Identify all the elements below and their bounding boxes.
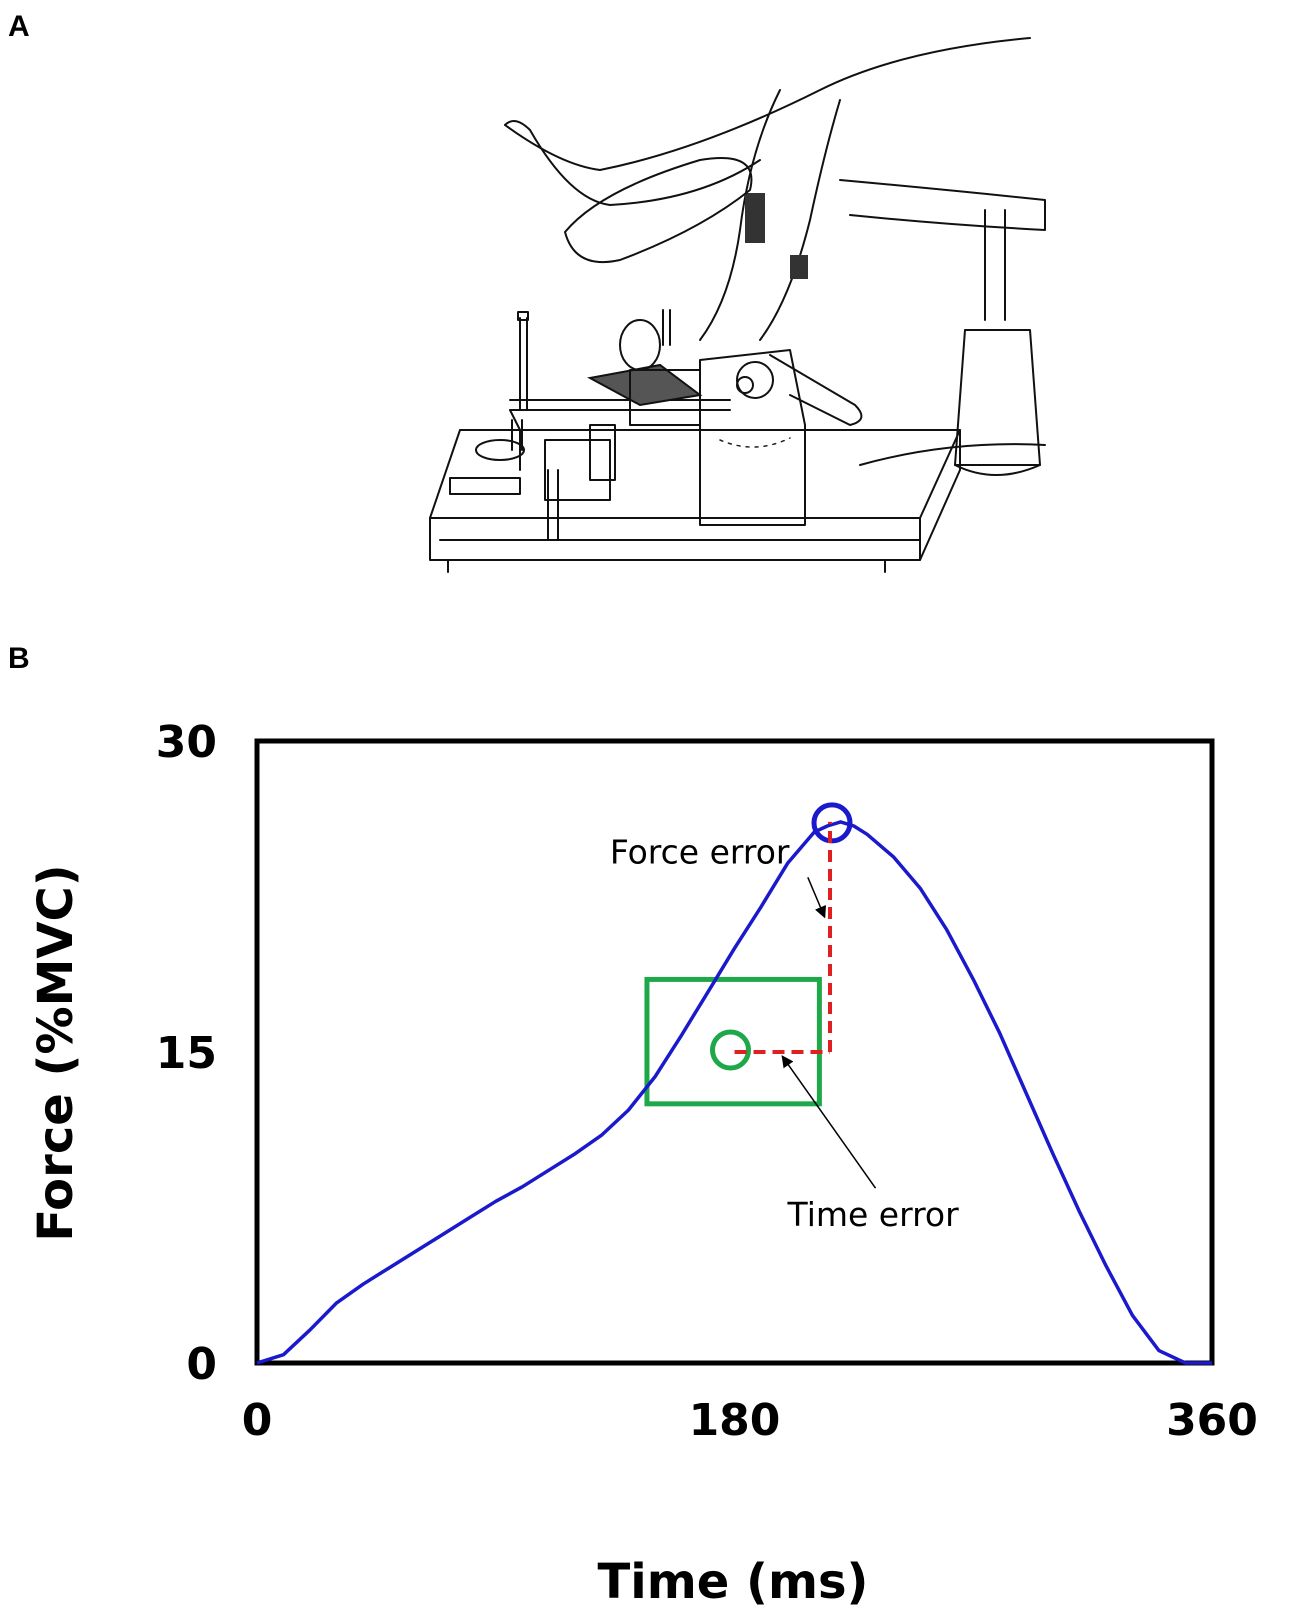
y-tick-0: 0 <box>186 1339 217 1390</box>
panel-a-label: A <box>8 10 30 43</box>
load-cell <box>475 439 525 461</box>
plot-frame <box>254 738 1215 1366</box>
force-error-arrow <box>807 877 827 919</box>
emg-sensor-1 <box>745 193 765 243</box>
seat <box>839 179 1046 231</box>
x-tick-180: 180 <box>689 1395 781 1446</box>
lower-leg <box>699 89 781 341</box>
support-rail <box>509 399 731 411</box>
y-tick-15: 15 <box>156 1028 217 1079</box>
target-window <box>644 976 822 1107</box>
y-tick-30: 30 <box>156 717 217 768</box>
time-error-label: Time error <box>787 1195 960 1234</box>
y-axis-label: Force (%MVC) <box>28 864 84 1241</box>
dynamometer-housing <box>699 349 806 526</box>
x-tick-0: 0 <box>242 1395 273 1446</box>
x-axis-label: Time (ms) <box>598 1554 869 1610</box>
raised-leg <box>504 37 1031 171</box>
force-trace <box>256 820 1212 1365</box>
panel-b-label: B <box>8 642 30 675</box>
force-error-label: Force error <box>610 832 790 871</box>
target-marker <box>710 1029 751 1071</box>
time-error-arrow <box>781 1055 877 1189</box>
emg-sensor-2 <box>790 255 808 279</box>
platform-base <box>429 429 961 519</box>
leg-pad <box>564 157 753 264</box>
x-tick-360: 360 <box>1166 1395 1258 1446</box>
panel-a-illustration <box>429 37 1046 573</box>
